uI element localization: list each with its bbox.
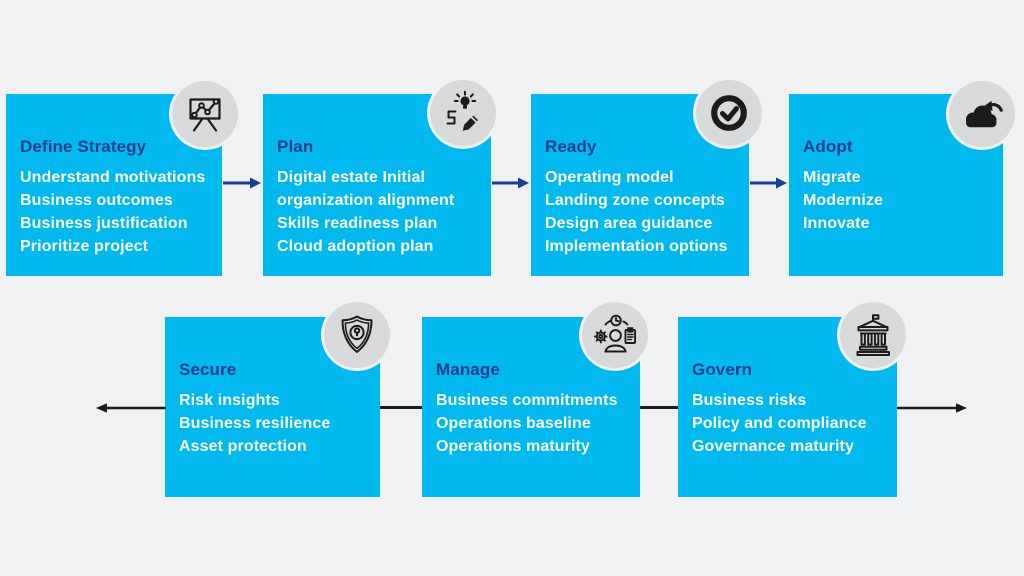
plan-item: Skills readiness plan [277, 215, 438, 232]
arrow-define-to-plan [223, 176, 262, 195]
ready-title: Ready [545, 137, 597, 156]
manage-badge [582, 302, 648, 368]
plan-item: Digital estate Initial [277, 169, 426, 186]
manage-box: Manage Business commitments Operations b… [422, 302, 648, 497]
ready-item: Landing zone concepts [545, 192, 725, 209]
adopt-title: Adopt [803, 137, 853, 156]
ready-box: Ready Operating model Landing zone conce… [531, 80, 762, 276]
arrow-ready-to-adopt [750, 176, 788, 195]
shield-lock-icon [341, 315, 373, 353]
arrow-secure-outward-left [96, 401, 166, 419]
adopt-box: Adopt Migrate Modernize Innovate [789, 81, 1015, 276]
secure-item: Risk insights [179, 392, 280, 409]
govern-badge [840, 302, 906, 368]
secure-item: Business resilience [179, 415, 331, 432]
ready-item: Design area guidance [545, 215, 713, 232]
check-circle-icon [711, 95, 747, 131]
connector-manage-govern [640, 406, 678, 409]
define-strategy-item: Business outcomes [20, 192, 173, 209]
adopt-badge [949, 81, 1015, 147]
plan-box: Plan Digital estate Initial organization… [263, 80, 496, 276]
plan-item: Cloud adoption plan [277, 238, 434, 255]
ready-item: Operating model [545, 169, 674, 186]
adopt-item: Migrate [803, 169, 861, 186]
presentation-chart-icon [189, 98, 221, 132]
define-strategy-title: Define Strategy [20, 137, 147, 156]
adopt-item: Innovate [803, 215, 870, 232]
plan-title: Plan [277, 137, 314, 156]
secure-title: Secure [179, 360, 237, 379]
define-strategy-badge [172, 81, 238, 147]
govern-box: Govern Business risks Policy and complia… [678, 302, 906, 497]
secure-badge [324, 302, 390, 368]
manage-title: Manage [436, 360, 500, 379]
govern-item: Policy and compliance [692, 415, 867, 432]
arrow-govern-outward-right [897, 401, 967, 419]
idea-sketch-icon [446, 90, 478, 131]
define-strategy-item: Prioritize project [20, 238, 149, 255]
ready-item: Implementation options [545, 238, 728, 255]
manage-item: Business commitments [436, 392, 618, 409]
secure-box: Secure Risk insights Business resilience… [165, 302, 390, 497]
adopt-item: Modernize [803, 192, 884, 209]
manage-item: Operations maturity [436, 438, 590, 455]
cloud-arrow-icon [966, 100, 1004, 128]
secure-item: Asset protection [179, 438, 307, 455]
govern-item: Business risks [692, 392, 807, 409]
manage-item: Operations baseline [436, 415, 591, 432]
arrow-plan-to-ready [492, 176, 530, 195]
plan-item: organization alignment [277, 192, 455, 209]
define-strategy-box: Define Strategy Understand motivations B… [6, 81, 238, 276]
connector-secure-manage [380, 406, 422, 409]
define-strategy-item: Business justification [20, 215, 188, 232]
person-operations-icon [593, 314, 637, 353]
plan-badge [430, 80, 496, 146]
define-strategy-item: Understand motivations [20, 169, 206, 186]
government-building-icon [856, 314, 890, 356]
govern-title: Govern [692, 360, 753, 379]
ready-badge [696, 80, 762, 146]
govern-item: Governance maturity [692, 438, 854, 455]
